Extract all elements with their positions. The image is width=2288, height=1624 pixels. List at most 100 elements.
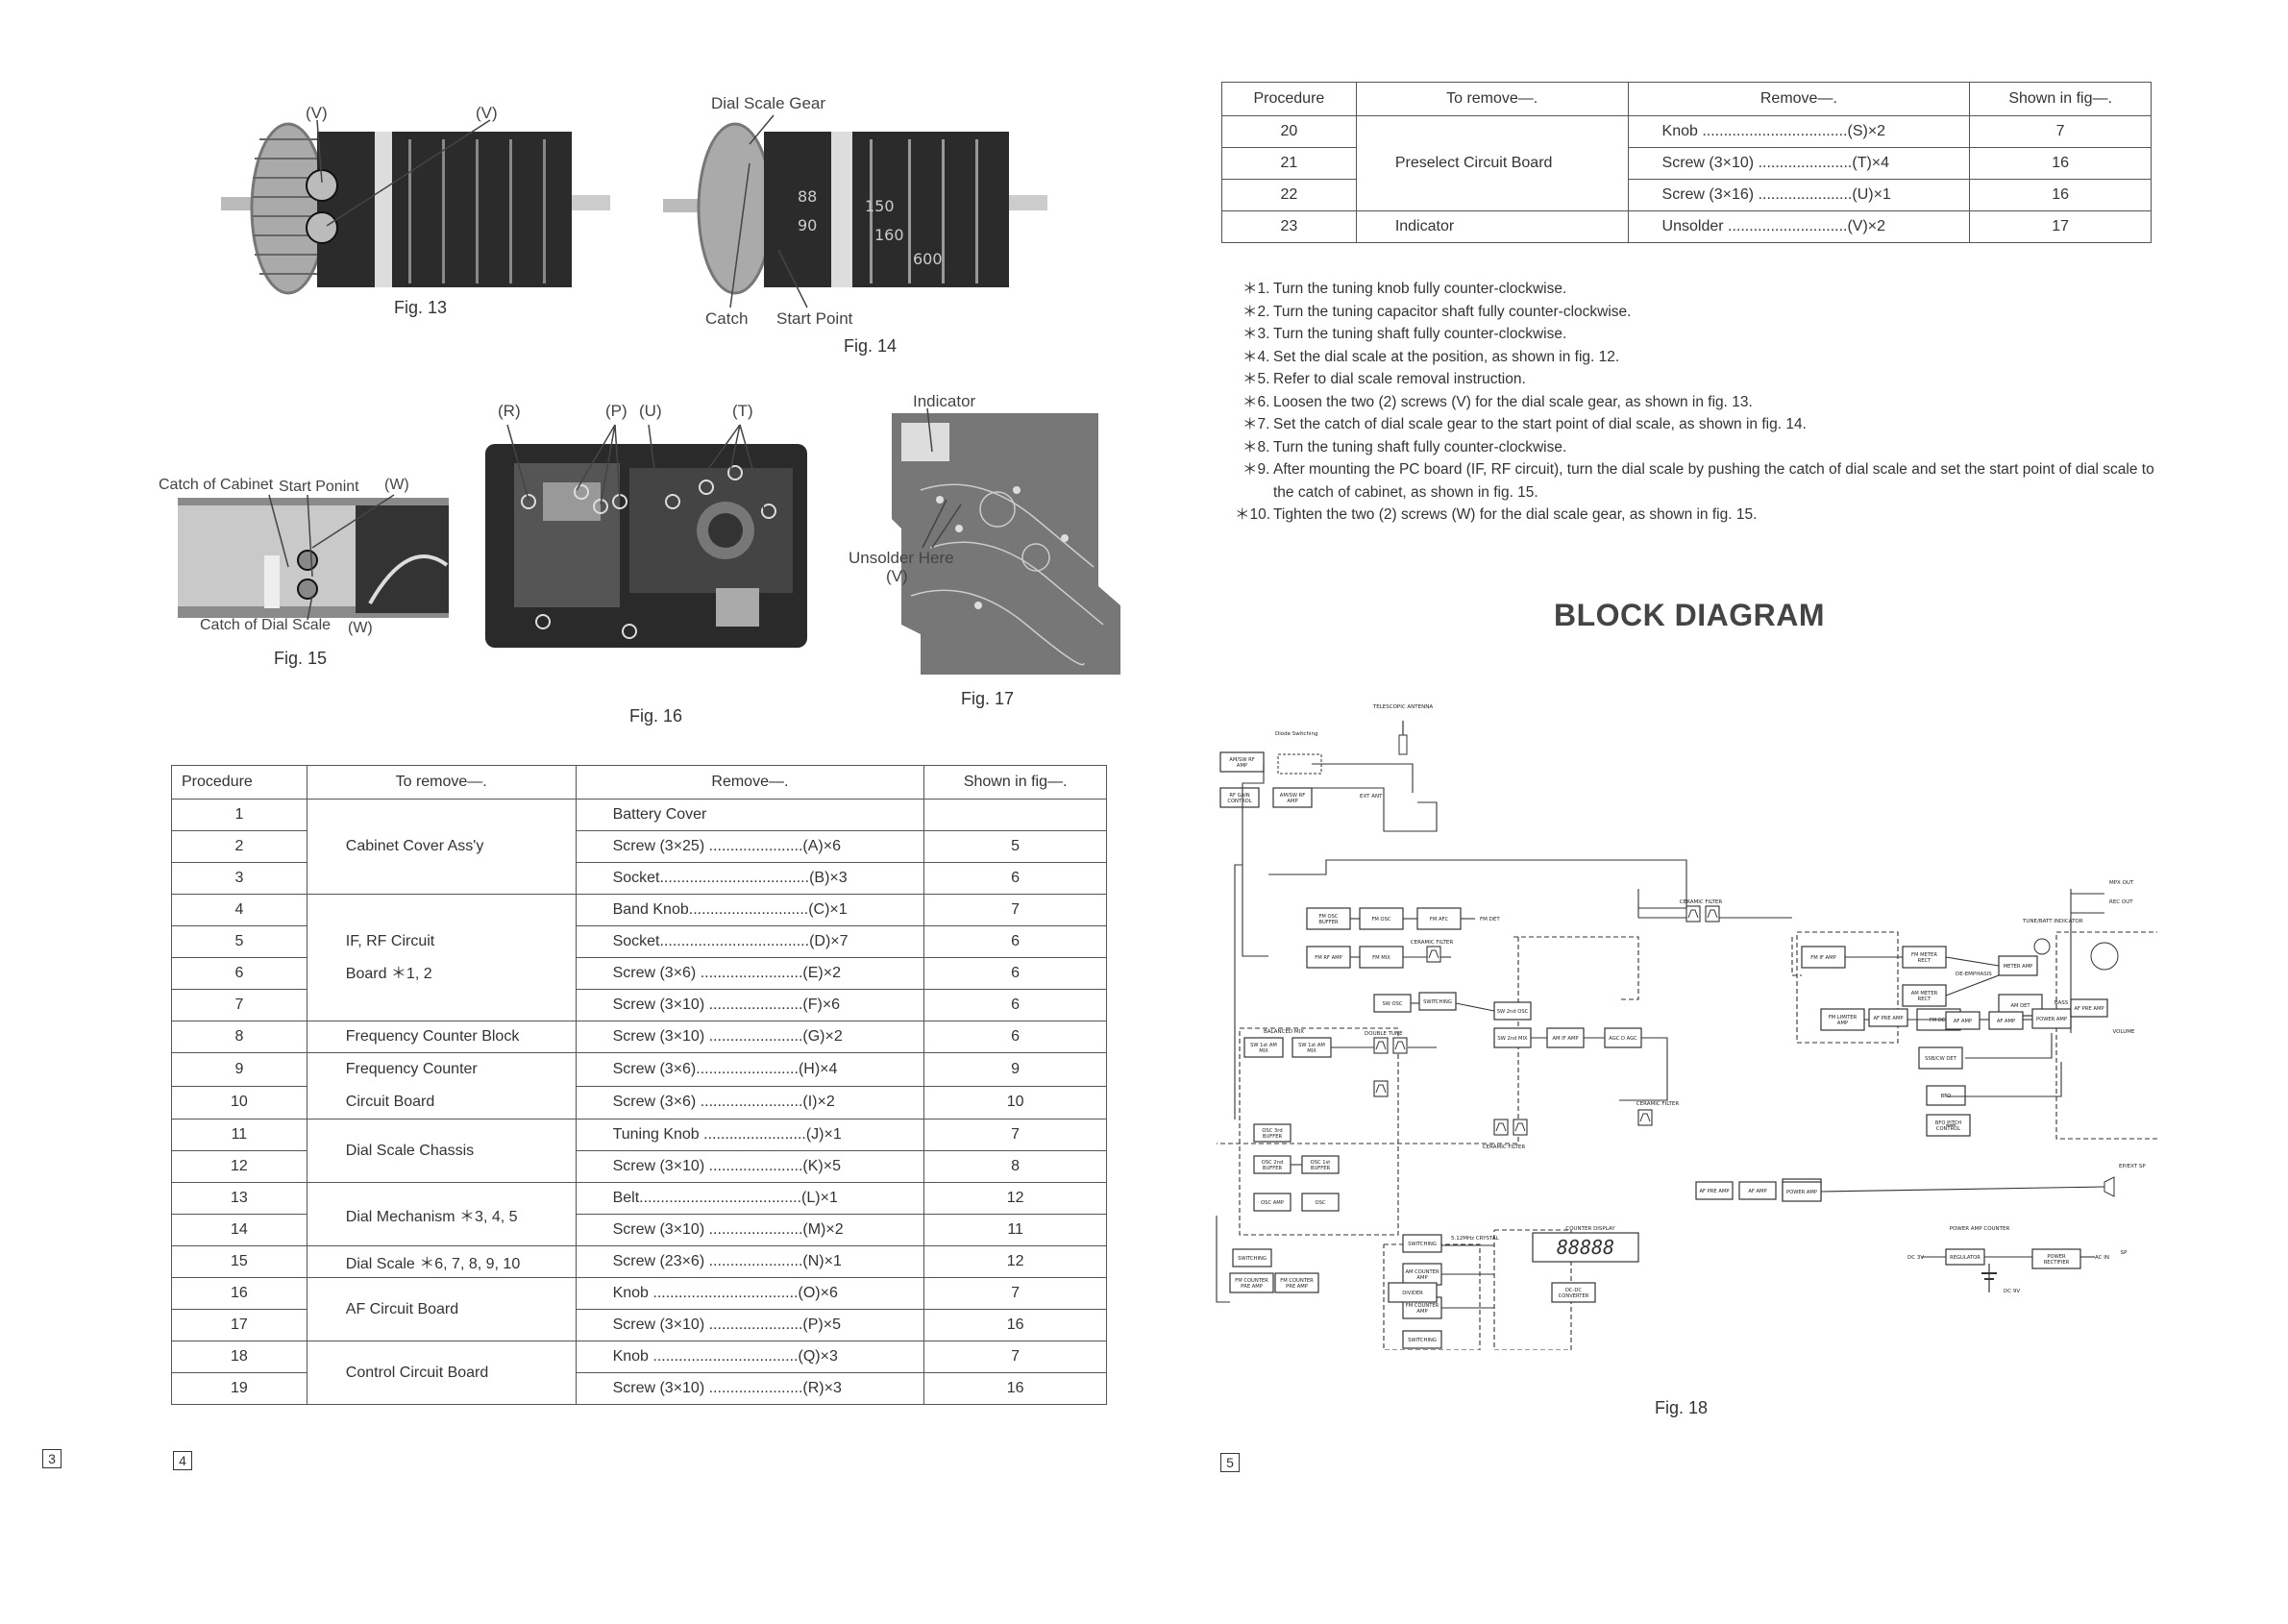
fig13-photo [221, 122, 610, 295]
diagram-label: DE-EMPHASIS [1956, 972, 1992, 977]
diagram-block-label: FM MIX [1372, 955, 1390, 961]
remove-cell: Unsolder ............................(V)… [1627, 210, 1971, 243]
diagram-block-label: OSC AMP [1261, 1200, 1284, 1206]
diagram-block-label: FM COUNTER [1406, 1303, 1439, 1309]
diagram-block-label: OSC 1st [1311, 1160, 1331, 1166]
diagram-label: 5.12MHz CRYSTAL [1451, 1236, 1500, 1242]
header-shown-in-fig: Shown in fig—. [1969, 82, 2152, 116]
diagram-wire [1312, 763, 1414, 793]
note-item: ＊9.After mounting the PC board (IF, RF c… [1242, 461, 2154, 501]
diagram-block-label: CONTROL [1227, 799, 1251, 804]
procedure-number: 13 [171, 1182, 308, 1215]
diagram-block [1253, 1123, 1292, 1143]
diagram-block-label: AMP [1287, 799, 1297, 804]
fig16-r: (R) [498, 402, 521, 420]
page-number: 3 [42, 1449, 62, 1468]
note-item: ＊10.Tighten the two (2) screws (W) for t… [1235, 506, 1758, 523]
remove-cell: Screw (3×6) ........................(I)×… [575, 1085, 925, 1120]
diagram-block-label: AM IF AMP [1553, 1036, 1579, 1042]
diagram-block [1229, 1272, 1274, 1293]
diagram-block-label: MIX [1307, 1048, 1316, 1054]
remove-cell: Battery Cover [575, 799, 925, 831]
diagram-block-label: AMP [1416, 1309, 1427, 1315]
diagram-block-label: OSC 2nd [1262, 1160, 1284, 1166]
diagram-block-label: RECTIFIER [2044, 1260, 2070, 1266]
counter-display-frame [1532, 1232, 1639, 1263]
diagram-label: BALANCED MIX [1264, 1029, 1304, 1035]
diagram-block-label: FM COUNTER [1280, 1278, 1314, 1284]
fig16-caption: Fig. 16 [629, 706, 683, 726]
filter-curve [1514, 1122, 1526, 1132]
fig14-caption: Fig. 14 [844, 336, 898, 356]
procedure-number: 19 [171, 1372, 308, 1405]
filter-curve [1707, 909, 1718, 919]
fig-cell: 5 [923, 830, 1107, 863]
procedure-number: 16 [171, 1277, 308, 1310]
diagram-block-label: FM LIMITER [1829, 1015, 1857, 1021]
procedure-notes: ＊1.Turn the tuning knob fully counter-cl… [1235, 278, 2167, 527]
fig13-caption: Fig. 13 [394, 298, 448, 317]
remove-cell: Screw (3×16) ......................(U)×1 [1627, 179, 1971, 211]
diagram-block [1988, 1011, 2024, 1030]
to-remove-cell: Indicator [1355, 210, 1629, 243]
remove-cell: Screw (3×10) ......................(F)×6 [575, 989, 925, 1021]
diagram-block-label: FM DET [1930, 1018, 1949, 1023]
diagram-wire [1513, 936, 1639, 1000]
diagram-block-label: AF PRE AMP [1700, 1189, 1730, 1194]
diagram-label: CERAMIC FILTER [1483, 1144, 1526, 1150]
diagram-label: DOUBLE TUNE [1365, 1031, 1403, 1037]
diagram-block-label: AF AMP [1997, 1019, 2015, 1024]
filter-curve [1687, 909, 1699, 919]
block-diagram-caption: Fig. 18 [1655, 1398, 1709, 1417]
remove-cell: Screw (3×10) ......................(K)×5 [575, 1150, 925, 1183]
diagram-label: VOLUME [2112, 1029, 2135, 1035]
diagram-block-label: AMP [1237, 763, 1247, 769]
filter-symbol [1685, 905, 1701, 923]
diagram-label: TUNE/BATT INDICATOR [2022, 919, 2083, 924]
note-item: ＊1.Turn the tuning knob fully counter-cl… [1242, 281, 1567, 297]
speaker-symbol [2103, 1176, 2115, 1197]
diagram-block-label: FM AFC [1430, 917, 1449, 923]
fig15-start-point: Start Ponint [279, 479, 359, 495]
diagram-block-label: SWITCHING [1408, 1338, 1437, 1343]
fig16-t: (T) [732, 402, 753, 420]
table-row: 22 Screw (3×16) ......................(U)… [1221, 179, 2152, 211]
diagram-block [1219, 751, 1265, 773]
filter-symbol [1705, 905, 1720, 923]
procedure-number: 22 [1221, 179, 1357, 211]
header-remove: Remove—. [575, 765, 925, 800]
diagram-label: CERAMIC FILTER [1411, 940, 1454, 946]
diagram-block-label: FM OSC [1318, 914, 1338, 920]
diagram-block-label: SWITCHING [1423, 999, 1452, 1005]
diagram-block-label: AF PRE AMP [1874, 1016, 1904, 1021]
diagram-block [1402, 1330, 1442, 1349]
fig14-dial-scale-gear: Dial Scale Gear [711, 94, 826, 112]
procedure-number: 9 [171, 1052, 308, 1087]
to-remove-line: IF, RF Circuit [345, 932, 435, 949]
fig-cell: 17 [1969, 210, 2152, 243]
svg-text:600: 600 [913, 250, 943, 268]
diagram-block-label: OSC [1316, 1200, 1326, 1206]
page-number: 4 [173, 1451, 192, 1470]
diagram-block-label: SWITCHING [1408, 1242, 1437, 1247]
to-remove-cell: Cabinet Cover Ass'y [306, 799, 577, 895]
diagram-wire [1234, 864, 1242, 1120]
fig17-photo [892, 413, 1120, 675]
diagram-block [1402, 1234, 1442, 1253]
diagram-block-label: FM RF AMP [1315, 955, 1342, 961]
diagram-label: FM DET [1480, 917, 1500, 923]
note-item: ＊8.Turn the tuning shaft fully counter-c… [1242, 438, 1567, 455]
procedure-number: 6 [171, 957, 308, 990]
table-header-row: Procedure To remove—. Remove—. Shown in … [1221, 82, 2152, 116]
diagram-block [1945, 1011, 1980, 1030]
to-remove-cell: Dial Mechanism ＊3, 4, 5 [306, 1182, 577, 1246]
to-remove-cell: Control Circuit Board [306, 1341, 577, 1405]
diagram-block [1551, 1282, 1596, 1303]
fig14-catch: Catch [705, 309, 749, 328]
note-item: ＊3.Turn the tuning shaft fully counter-c… [1242, 326, 1567, 342]
